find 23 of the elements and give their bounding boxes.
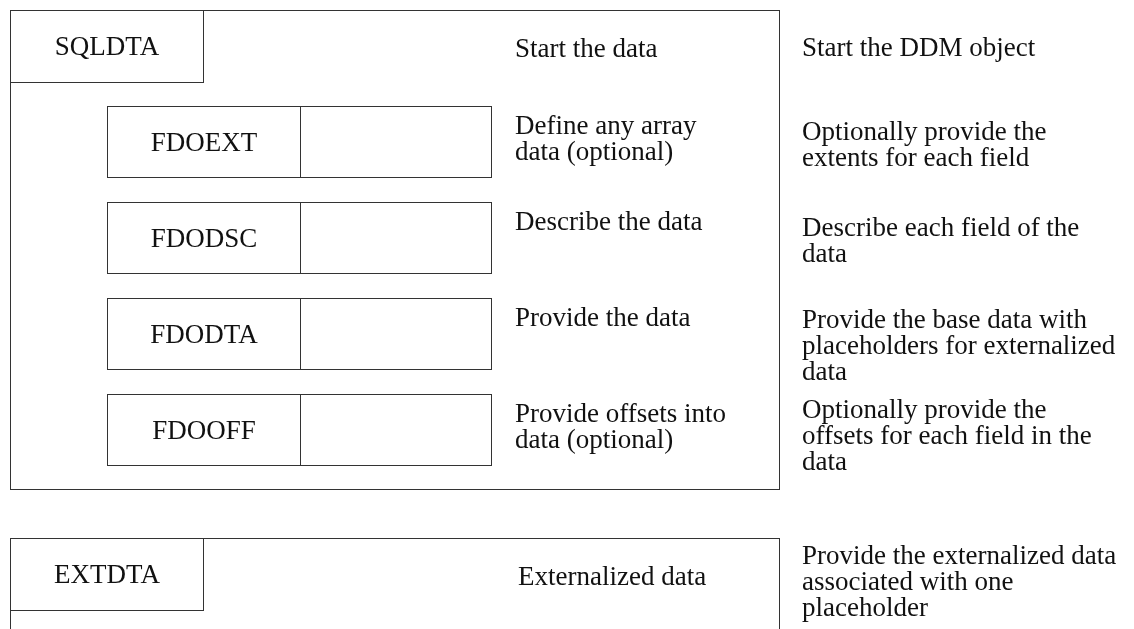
explanation-text: Optionally provide the offsets for each field in the data: [802, 396, 1093, 474]
field-description: Provide offsets into data (optional): [515, 400, 727, 452]
explanation-text: Provide the externalized data associated with one placeholder: [802, 542, 1118, 620]
explanation-text: Describe each field of the data: [802, 214, 1081, 266]
field-box: [107, 106, 492, 178]
explanation-text: Optionally provide the extents for each field: [802, 118, 1048, 170]
section-frame: [10, 10, 780, 490]
field-name: FDOEXT: [149, 125, 259, 159]
field-box: [107, 394, 492, 466]
field-name: FDOOFF: [151, 413, 257, 447]
section-heading: SQLDTA: [11, 11, 204, 83]
section-heading: EXTDTA: [11, 539, 204, 611]
field-name: FDODTA: [149, 317, 259, 351]
field-name: FDODSC: [149, 221, 259, 255]
field-description: Provide the data: [515, 304, 692, 330]
field-box: [107, 298, 492, 370]
section-description: Start the data: [515, 35, 658, 61]
field-description: Describe the data: [515, 208, 704, 234]
section-description: Externalized data: [518, 563, 707, 589]
explanation-text: Start the DDM object: [802, 34, 1037, 60]
field-box: [107, 202, 492, 274]
explanation-text: Provide the base data with placeholders for externalized data: [802, 306, 1117, 384]
field-description: Define any array data (optional): [515, 112, 698, 164]
